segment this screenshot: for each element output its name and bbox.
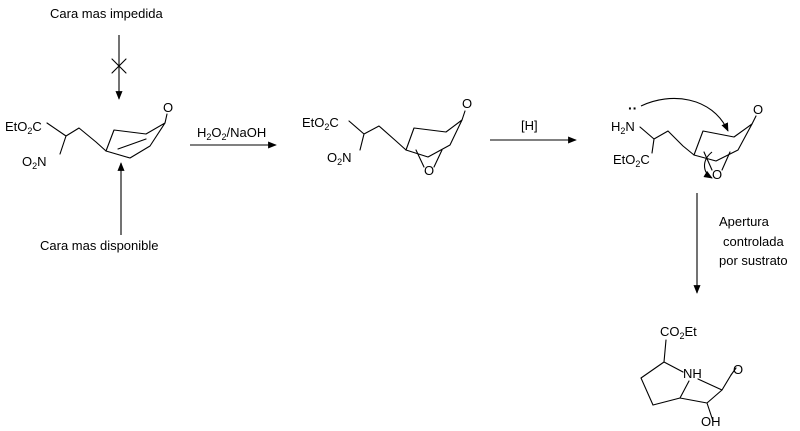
epoxide-oxygen: O [424, 163, 434, 178]
epoxide-bonds [703, 151, 731, 171]
molecule-substrate: EtO2C O2N O [5, 100, 173, 171]
ester-group-label: EtO2C [302, 115, 339, 132]
molecule-product: CO2Et NH O OH [640, 324, 743, 429]
reagent-reduction: [H] [521, 118, 538, 133]
bicyclic-core [652, 374, 732, 422]
side-chain-bonds [639, 126, 695, 156]
blocked-mark-icon [111, 58, 127, 74]
pyrrolidine-ring [640, 339, 684, 406]
carbonyl-oxygen: O [462, 96, 472, 111]
amine-lone-pair: ·· [628, 100, 637, 116]
epoxide-bonds [415, 149, 443, 168]
ester-group-label: CO2Et [660, 324, 697, 341]
step3-label-line3: por sustrato [719, 253, 788, 268]
nh-label: NH [683, 366, 702, 381]
ester-group-label: EtO2C [613, 152, 650, 169]
carbonyl-oxygen: O [163, 100, 173, 115]
carbonyl-bond [730, 367, 737, 376]
cyclohexenone-ring [105, 122, 166, 159]
top-face-label: Cara mas impedida [50, 6, 163, 21]
side-chain-bonds [348, 120, 407, 151]
electron-push-arrow-opening [703, 151, 713, 179]
bottom-face-label: Cara mas disponible [40, 238, 159, 253]
hydroxyl-label: OH [701, 414, 721, 429]
carbonyl-bond [461, 110, 466, 121]
carbonyl-oxygen: O [753, 102, 763, 117]
molecule-epoxide: EtO2C O2N O O [302, 96, 472, 178]
ester-group-label: EtO2C [5, 119, 42, 136]
amine-group-label: H2N [611, 119, 635, 136]
reagent-epoxidation: H2O2/NaOH [197, 125, 266, 142]
carbonyl-bond [164, 113, 168, 124]
step3-label-line2: controlada [723, 234, 784, 249]
nitro-group-label: O2N [327, 150, 352, 167]
carbonyl-bond [751, 115, 757, 125]
electron-push-arrow-attack [640, 97, 729, 132]
molecule-amine: ·· H2N EtO2C O O [611, 97, 763, 182]
epoxide-oxygen: O [712, 167, 722, 182]
step3-label-line1: Apertura [719, 214, 770, 229]
carbonyl-oxygen: O [733, 362, 743, 377]
cyclohexanone-ring [405, 119, 463, 158]
nitro-group-label: O2N [22, 154, 47, 171]
side-chain-bonds [46, 122, 107, 155]
cyclohexanone-ring [693, 123, 753, 162]
